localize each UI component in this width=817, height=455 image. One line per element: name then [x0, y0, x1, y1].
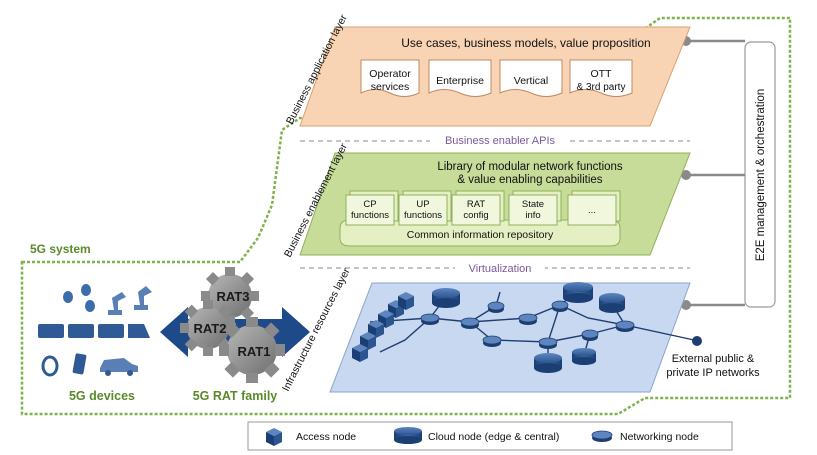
external-networks-line2: private IP networks	[666, 367, 760, 379]
app-box-vertical-label: Vertical	[514, 75, 548, 87]
device-icons	[38, 284, 152, 377]
access-nodes	[352, 292, 414, 362]
networking-node	[581, 329, 599, 341]
function-state-line1: State	[522, 199, 544, 210]
enabler-apis-label-bg	[430, 132, 570, 148]
app-box-ott-line2: & 3rd party	[577, 82, 626, 93]
networking-node	[460, 317, 480, 329]
5g-devices-label: 5G devices	[69, 389, 135, 403]
function-state-line2: info	[525, 210, 540, 221]
robot-arm-icon	[108, 286, 152, 315]
infrastructure-layer-panel	[329, 282, 691, 393]
networking-node	[518, 313, 538, 325]
cloud-nodes	[432, 282, 625, 373]
function-rat-line1: RAT	[467, 199, 485, 210]
cloud-node	[563, 282, 593, 303]
common-repository-label: Common information repository	[407, 229, 554, 241]
virtualization-label: Virtualization	[469, 263, 532, 275]
device-sensor-icon	[85, 300, 95, 312]
connector-dot-infra	[681, 300, 691, 310]
function-more-label: ...	[588, 205, 596, 216]
app-box-enterprise	[428, 59, 492, 97]
function-stacks: CP functions UP functions RAT config Sta…	[345, 190, 621, 226]
legend-access-node-label: Access node	[296, 431, 356, 443]
connector-dot-enable	[681, 170, 691, 180]
layer-connectors	[688, 39, 745, 307]
application-layer-panel	[299, 26, 691, 127]
enabler-apis-label: Business enabler APIs	[445, 135, 556, 147]
networking-node	[487, 301, 505, 313]
gear-rat3-label: RAT3	[217, 289, 250, 304]
application-layer-title: Use cases, business models, value propos…	[401, 36, 650, 50]
legend-networking-node-label: Networking node	[620, 431, 699, 443]
networking-node	[538, 337, 558, 349]
legend-access-node-icon	[266, 428, 282, 446]
app-box-operator-line1: Operator	[369, 68, 411, 80]
train-icon	[38, 324, 150, 338]
legend-cloud-node-label: Cloud node (edge & central)	[428, 431, 559, 443]
networking-node	[420, 313, 440, 325]
access-node	[352, 344, 368, 362]
cloud-node	[432, 288, 460, 308]
application-boxes: Operator services Enterprise Vertical OT…	[360, 59, 633, 97]
5g-rat-family-label: 5G RAT family	[193, 389, 278, 403]
gear-rat1-label: RAT1	[238, 344, 271, 359]
external-network-endpoint	[692, 336, 702, 346]
cloud-node	[599, 293, 625, 313]
legend-cloud-node-icon	[394, 427, 422, 444]
app-box-enterprise-label: Enterprise	[436, 75, 484, 87]
cloud-node	[572, 348, 596, 365]
access-node	[398, 292, 414, 310]
rat-gears: RAT3 RAT2 RAT1	[180, 267, 285, 383]
app-box-operator	[360, 59, 420, 97]
app-box-ott-line1: OTT	[591, 68, 613, 80]
networking-node	[482, 335, 502, 347]
orchestration-label: E2E management & orchestration	[755, 89, 767, 262]
legend-networking-node-icon	[591, 430, 613, 442]
app-box-vertical	[499, 59, 563, 97]
enablement-layer-title-line1: Library of modular network functions	[437, 161, 623, 173]
external-networks-line1: External public &	[672, 353, 755, 365]
function-rat-line2: config	[463, 210, 488, 221]
car-icon	[100, 358, 138, 376]
app-box-ott	[569, 59, 633, 97]
function-cp-line2: functions	[351, 210, 389, 221]
networking-nodes	[420, 300, 635, 349]
function-up-line2: functions	[404, 210, 442, 221]
phone-icon	[72, 353, 87, 375]
gear-rat1-icon	[219, 317, 285, 383]
access-node	[368, 320, 384, 338]
function-cp-line1: CP	[363, 199, 376, 210]
virtualization-label-bg	[455, 260, 545, 276]
device-sensor-icon	[81, 284, 91, 296]
device-sensor-icon	[63, 291, 73, 303]
networking-node	[551, 300, 569, 312]
5g-system-label: 5G system	[30, 242, 91, 256]
legend-box	[247, 421, 733, 451]
cloud-node	[534, 353, 562, 373]
function-up-line1: UP	[416, 199, 429, 210]
app-box-operator-line2: services	[371, 81, 410, 93]
enablement-layer-title-line2: & value enabling capabilities	[457, 174, 602, 186]
networking-node	[615, 320, 635, 332]
gear-rat2-label: RAT2	[194, 321, 227, 336]
wearable-icon	[41, 355, 59, 377]
